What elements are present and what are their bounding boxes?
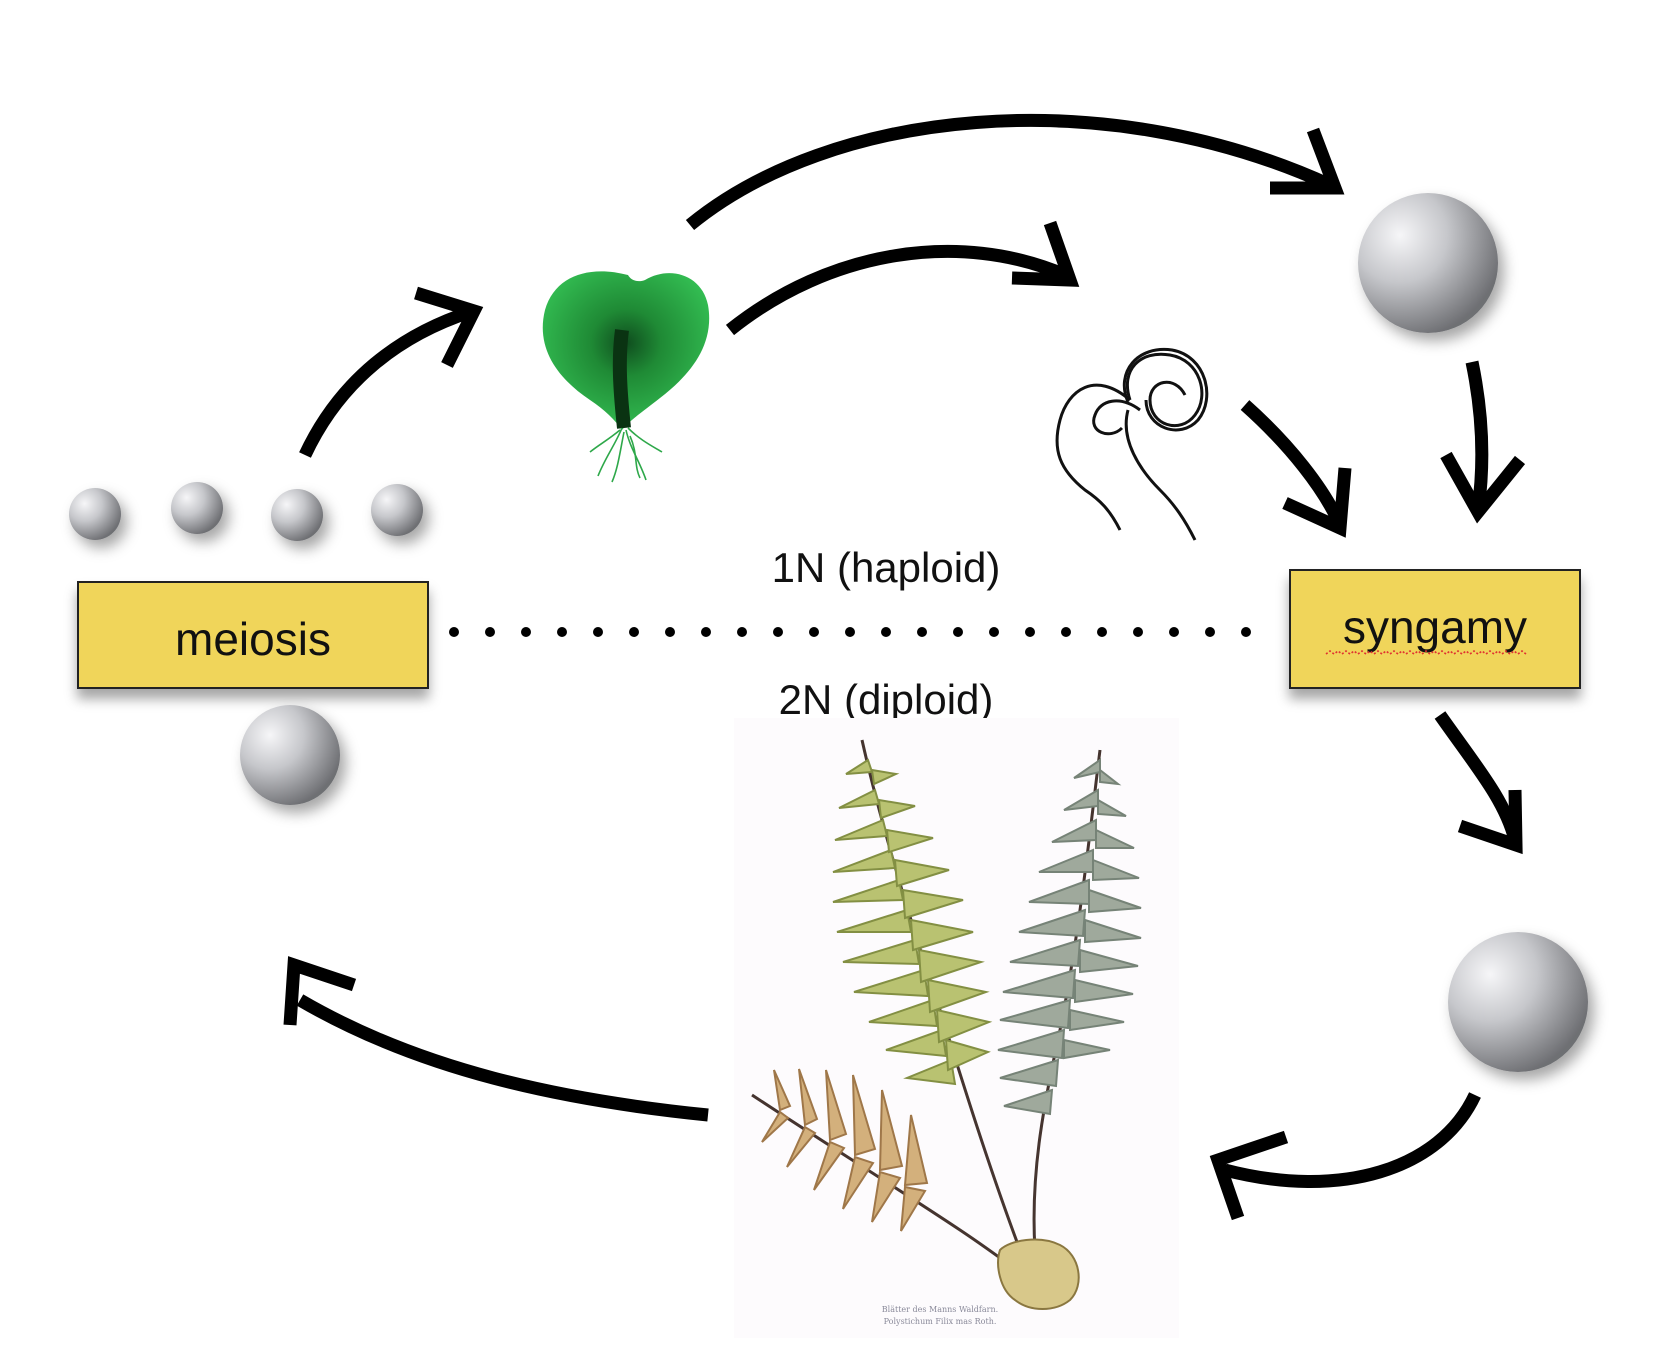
diploid-label: 2N (diploid) [779, 676, 994, 723]
arrow-sporophyte-to-meiosis [296, 994, 709, 1122]
arrowhead-sperm-to-syngamy [1282, 467, 1352, 538]
spores [69, 482, 423, 541]
gametophyte-illustration [542, 271, 710, 483]
spore-sphere-3 [271, 489, 323, 541]
spore-sphere-1 [69, 488, 121, 540]
meiosis-box: meiosis [77, 581, 429, 689]
arrowhead-gametophyte-to-egg [1270, 127, 1345, 195]
arrow-gametophyte-to-sperm [725, 244, 1068, 336]
arrows [283, 114, 1526, 1221]
plate-caption-line-1: Blätter des Manns Waldfarn. [882, 1305, 998, 1314]
arrow-spores-to-gametophyte [299, 305, 473, 458]
arrowhead-spores-to-gametophyte [414, 286, 484, 368]
zygote-sphere [1448, 932, 1588, 1072]
spore-sphere-2 [171, 482, 223, 534]
grey-frond [997, 749, 1142, 1251]
arrow-sperm-to-syngamy [1240, 400, 1346, 528]
arrow-syngamy-to-zygote [1434, 711, 1522, 842]
arrow-gametophyte-to-egg [685, 114, 1333, 231]
sperm-illustration [1055, 347, 1209, 541]
arrowhead-egg-to-syngamy [1440, 451, 1526, 524]
yellow-green-frond [832, 739, 1022, 1251]
plate-caption-line-2: Polystichum Filix mas Roth. [884, 1317, 997, 1326]
syngamy-label: syngamy [1343, 601, 1527, 653]
ploidy-divider [449, 627, 1251, 637]
egg-sphere [1358, 193, 1498, 333]
fern-rhizome [997, 1238, 1080, 1310]
arrow-egg-to-syngamy [1465, 360, 1489, 511]
arrow-zygote-to-sporophyte [1223, 1092, 1481, 1188]
arrowhead-gametophyte-to-sperm [1011, 220, 1080, 287]
spellcheck-underline [1325, 650, 1527, 655]
sporophyte-fern-illustration: Blätter des Manns Waldfarn. Polystichum … [734, 718, 1179, 1338]
arrowhead-zygote-to-sporophyte [1209, 1130, 1289, 1221]
arrowhead-syngamy-to-zygote [1457, 789, 1523, 855]
meiosis-label: meiosis [175, 613, 331, 665]
meiosis-cell-sphere [240, 705, 340, 805]
syngamy-box: syngamy [1289, 569, 1581, 689]
spore-sphere-4 [371, 484, 423, 536]
haploid-label: 1N (haploid) [772, 544, 1001, 591]
arrowhead-sporophyte-to-meiosis [283, 956, 357, 1026]
